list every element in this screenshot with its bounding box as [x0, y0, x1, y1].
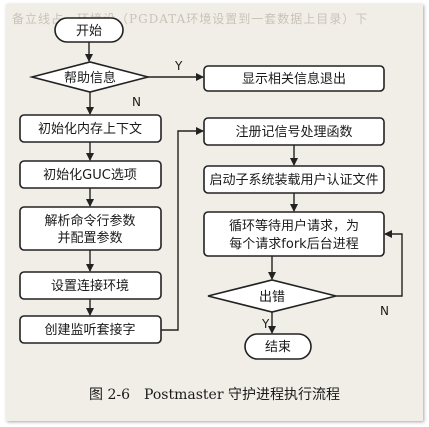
label-help-no: N — [132, 95, 141, 109]
node-end-label: 结束 — [265, 340, 291, 355]
figure-caption: 图 2-6 Postmaster 守护进程执行流程 — [89, 387, 340, 403]
node-parse-label-1: 解析命令行参数 — [44, 213, 135, 229]
node-show-help: 显示相关信息退出 — [203, 65, 385, 92]
node-loop-label-1: 循环等待用户请求，为 — [229, 218, 359, 234]
node-listen-label: 创建监听套接字 — [44, 322, 135, 338]
label-error-no: N — [380, 304, 389, 318]
node-parse-label-2: 并配置参数 — [57, 230, 122, 246]
node-end: 结束 — [244, 333, 312, 360]
node-subsystem: 启动子系统装载用户认证文件 — [203, 165, 385, 194]
node-init-guc-label: 初始化GUC选项 — [43, 168, 137, 183]
node-parse-args: 解析命令行参数 并配置参数 — [19, 206, 162, 251]
node-init-guc: 初始化GUC选项 — [19, 160, 162, 189]
node-listen: 创建监听套接字 — [19, 315, 162, 344]
node-show-help-label: 显示相关信息退出 — [242, 71, 346, 87]
label-error-yes: Y — [261, 317, 270, 331]
edge-listen-signals — [161, 127, 204, 331]
node-init-mem-label: 初始化内存上下文 — [38, 121, 142, 137]
node-error-label: 出错 — [259, 290, 285, 305]
node-subsystem-label: 启动子系统装载用户认证文件 — [209, 172, 378, 188]
node-help-label: 帮助信息 — [64, 70, 116, 86]
node-signals-label: 注册记信号处理函数 — [235, 125, 352, 140]
node-signals: 注册记信号处理函数 — [203, 117, 385, 146]
node-init-mem: 初始化内存上下文 — [19, 114, 162, 143]
node-start-label: 开始 — [76, 24, 102, 39]
node-set-env-label: 设置连接环境 — [51, 278, 129, 294]
node-help-decision: 帮助信息 — [28, 61, 152, 93]
node-start: 开始 — [54, 17, 124, 43]
node-loop-label-2: 每个请求fork后台进程 — [229, 236, 358, 252]
node-loop: 循环等待用户请求，为 每个请求fork后台进程 — [203, 211, 385, 257]
label-help-yes: Y — [174, 59, 183, 73]
node-error-decision: 出错 — [207, 279, 337, 313]
edge-error-no — [336, 230, 403, 297]
node-set-env: 设置连接环境 — [19, 271, 162, 300]
